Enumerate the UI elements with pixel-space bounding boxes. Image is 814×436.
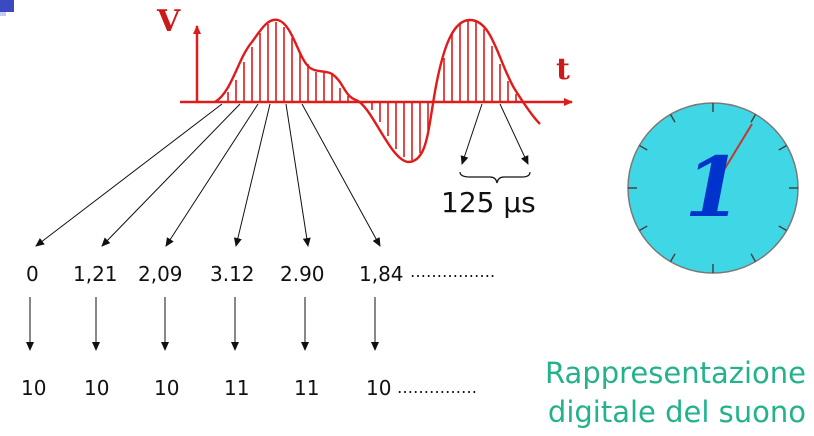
slide-bullet-shadow [0,12,6,16]
interval-arrow-left [460,103,483,165]
binary-code: 10 [366,376,392,400]
clock-tick [669,114,676,123]
x-axis-label: t [556,52,570,87]
caption: Rappresentazione digitale del suono [545,354,806,432]
sample-arrow [165,103,259,247]
interval-arrow-right [499,103,529,165]
interval-brace [459,171,531,184]
clock-hand [712,123,753,189]
sample-arrow [35,103,223,247]
sample-value: 2,09 [138,262,183,286]
clock-tick [639,144,648,151]
sample-value: 1,84 [359,262,404,286]
sample-arrow [285,103,311,247]
clock-digit: 1 [684,140,741,236]
y-axis-label: V [157,4,181,39]
binary-code: 11 [224,376,250,400]
sample-arrow [301,103,381,247]
caption-line-2: digitale del suono [547,395,806,429]
clock-tick [778,225,787,232]
sample-arrow [101,103,241,247]
sample-value: 1,21 [73,262,118,286]
clock-tick [750,114,757,123]
sample-interval-label: 125 μs [441,186,536,219]
sample-arrows [35,103,529,247]
caption-line-1: Rappresentazione [545,356,806,390]
clock-ticks [628,103,798,273]
slide-bullet-mark [0,0,14,12]
binary-codes-ellipsis: …………… [397,378,477,397]
binary-code: 10 [84,376,110,400]
binary-code: 10 [154,376,180,400]
binary-code: 11 [294,376,320,400]
sample-values-ellipsis: ……………. [410,262,496,281]
binary-code: 10 [21,376,47,400]
code-arrows [26,297,379,351]
sample-value: 0 [26,262,39,286]
sample-bars [227,20,517,160]
sample-value: 3.12 [210,262,255,286]
clock-tick [750,253,757,262]
analog-waveform [214,18,541,164]
clock-tick [669,253,676,262]
clock-tick [639,225,648,232]
clock [627,102,799,274]
clock-tick [778,144,787,151]
sample-value: 2.90 [280,262,325,286]
sample-arrow [233,103,271,247]
